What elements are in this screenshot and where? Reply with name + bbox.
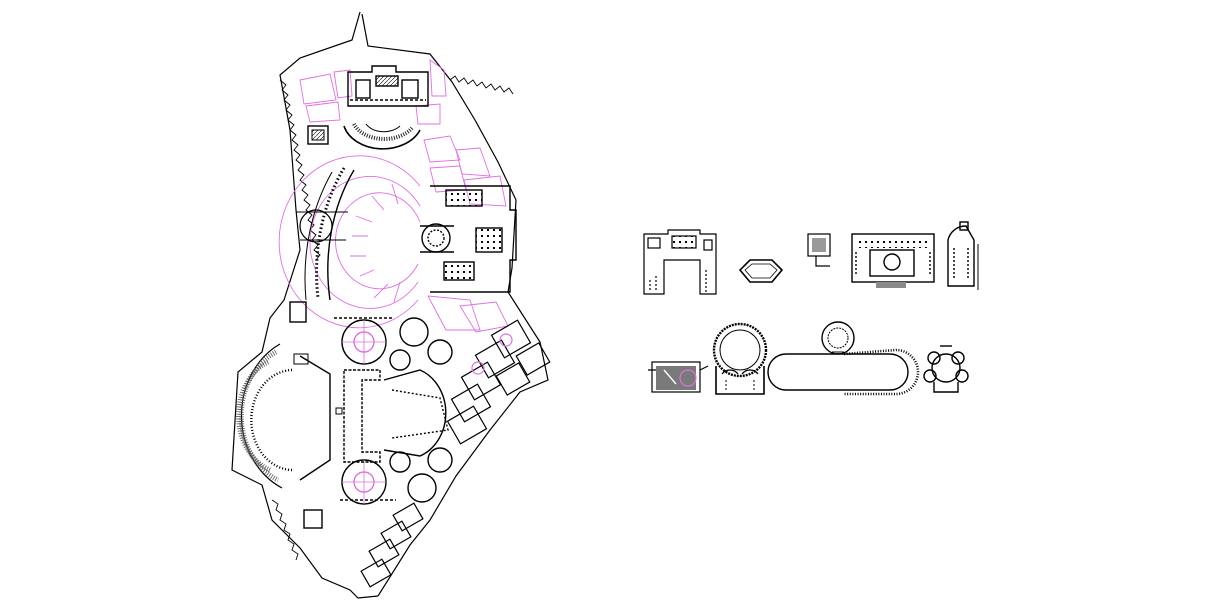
north-palace (347, 65, 429, 107)
theater (235, 343, 343, 529)
west-colonnade (289, 167, 355, 323)
central-semicircle-garden (278, 155, 509, 333)
small-square-detail (807, 233, 831, 267)
stadium-racetrack-detail (767, 321, 920, 396)
south-thermae (334, 317, 453, 505)
clover-pavilion-detail (923, 345, 969, 393)
apse-hall-detail (947, 221, 979, 290)
gray-block-detail (648, 361, 709, 393)
north-exedra (307, 123, 421, 150)
east-wing-complex (420, 185, 517, 293)
octagon-detail (738, 259, 784, 283)
courtyard-villa-detail (851, 233, 935, 288)
twin-apse-rotunda-detail (712, 322, 768, 395)
site-plan (231, 11, 551, 599)
south-east-terraces (360, 319, 551, 588)
palace-block-detail (643, 229, 717, 295)
